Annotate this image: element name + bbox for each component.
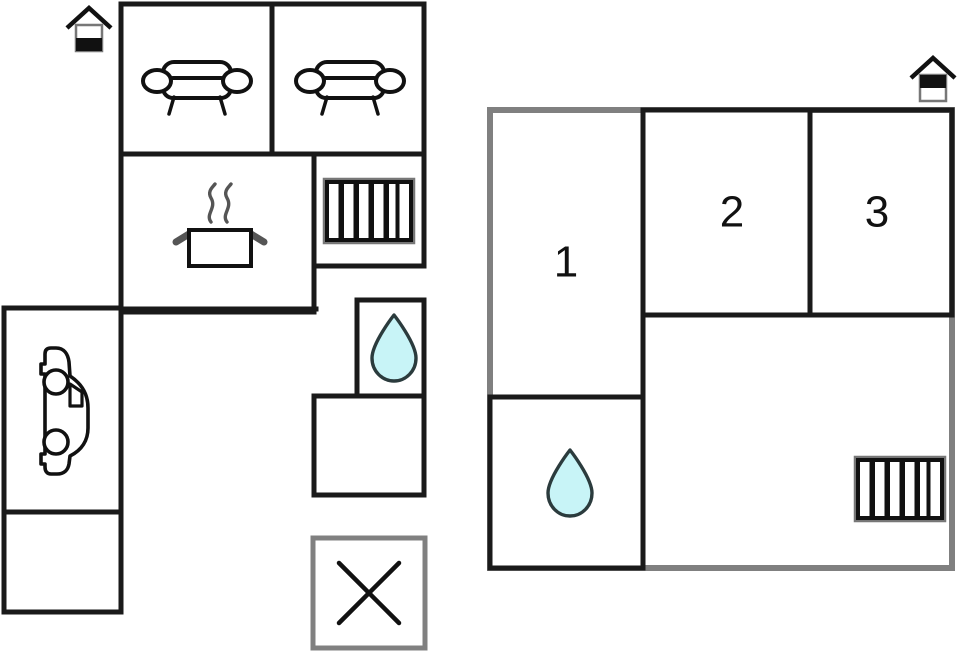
room-label-bedroom-3: 3	[865, 188, 889, 237]
ground-floor-plan	[1, 1, 427, 648]
house-ground-floor-icon	[67, 8, 111, 51]
room-label-bedroom-2: 2	[720, 188, 744, 237]
room-bathroom-upper	[487, 394, 646, 571]
house-upper-floor-icon	[911, 58, 955, 101]
room-label-bedroom-1: 1	[554, 238, 578, 287]
ground-floor-connector-walls	[118, 263, 427, 312]
cross-mark-icon	[313, 538, 425, 648]
room-storage	[1, 509, 124, 615]
upper-floor-inner-walls	[487, 107, 955, 571]
staircase-icon	[322, 177, 416, 245]
staircase-icon	[853, 455, 947, 523]
upper-floor-plan: 1 2 3	[487, 58, 955, 571]
room-hallway-lower	[311, 393, 427, 498]
